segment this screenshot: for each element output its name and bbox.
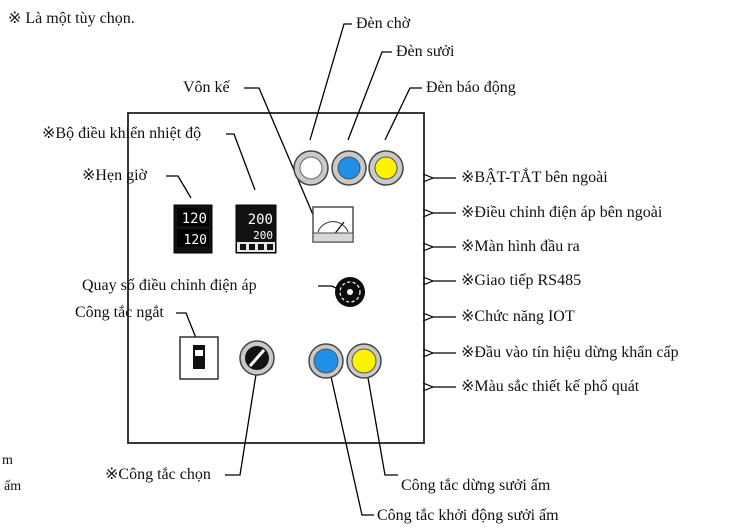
controller-readout-top: 200: [248, 212, 273, 228]
heater-lamp-label: Đèn sưởi: [396, 43, 455, 60]
timer-readout-top: 120: [182, 211, 207, 227]
voltage-dial-label: Quay số điều chỉnh điện áp: [82, 277, 257, 294]
option-universal-design-color: ※Màu sắc thiết kế phổ quát: [461, 378, 640, 395]
voltmeter-label: Vôn kế: [183, 79, 230, 96]
heat-start-button: [308, 343, 344, 379]
heat-stop-button: [346, 343, 382, 379]
option-arrows: [432, 178, 456, 387]
selector-switch-label: ※Công tắc chọn: [105, 466, 211, 483]
option-external-voltage-adjust: ※Điều chỉnh điện áp bên ngoài: [461, 204, 663, 221]
timer-label: ※Hẹn giờ: [82, 167, 147, 184]
cut-edge-text-1: m: [2, 453, 13, 468]
breaker-label: Công tắc ngắt: [75, 304, 164, 321]
selector-switch-knob: [239, 340, 275, 376]
breaker-switch: [179, 336, 219, 380]
voltmeter: [312, 206, 354, 243]
option-iot: ※Chức năng IOT: [461, 308, 575, 325]
temp-controller-label: ※Bộ điều khiển nhiệt độ: [42, 125, 202, 142]
timer-readout-bottom: 120: [184, 233, 207, 248]
alarm-lamp-label: Đèn báo động: [426, 79, 516, 96]
standby-lamp-label: Đèn chờ: [356, 15, 411, 32]
option-rs485: ※Giao tiếp RS485: [461, 272, 582, 289]
alarm-lamp: [368, 150, 404, 186]
voltage-dial-knob: [335, 277, 365, 307]
optional-note: ※ Là một tùy chọn.: [8, 10, 135, 27]
temperature-controller: 200 200: [235, 204, 277, 254]
heat-start-switch-label: Công tắc khởi động sưởi ấm: [377, 507, 559, 524]
controller-readout-bottom: 200: [253, 229, 273, 242]
option-output-monitor: ※Màn hình đầu ra: [461, 238, 580, 255]
heat-stop-switch-label: Công tắc dừng sưởi ấm: [401, 477, 551, 494]
standby-lamp: [293, 150, 329, 186]
option-emergency-stop-input: ※Đầu vào tín hiệu dừng khẩn cấp: [461, 344, 679, 361]
cut-edge-text-2: ri ấm: [0, 479, 22, 494]
heater-lamp: [331, 150, 367, 186]
option-external-on-off: ※BẬT-TẮT bên ngoài: [461, 169, 608, 186]
timer-display: 120 120: [173, 204, 213, 254]
